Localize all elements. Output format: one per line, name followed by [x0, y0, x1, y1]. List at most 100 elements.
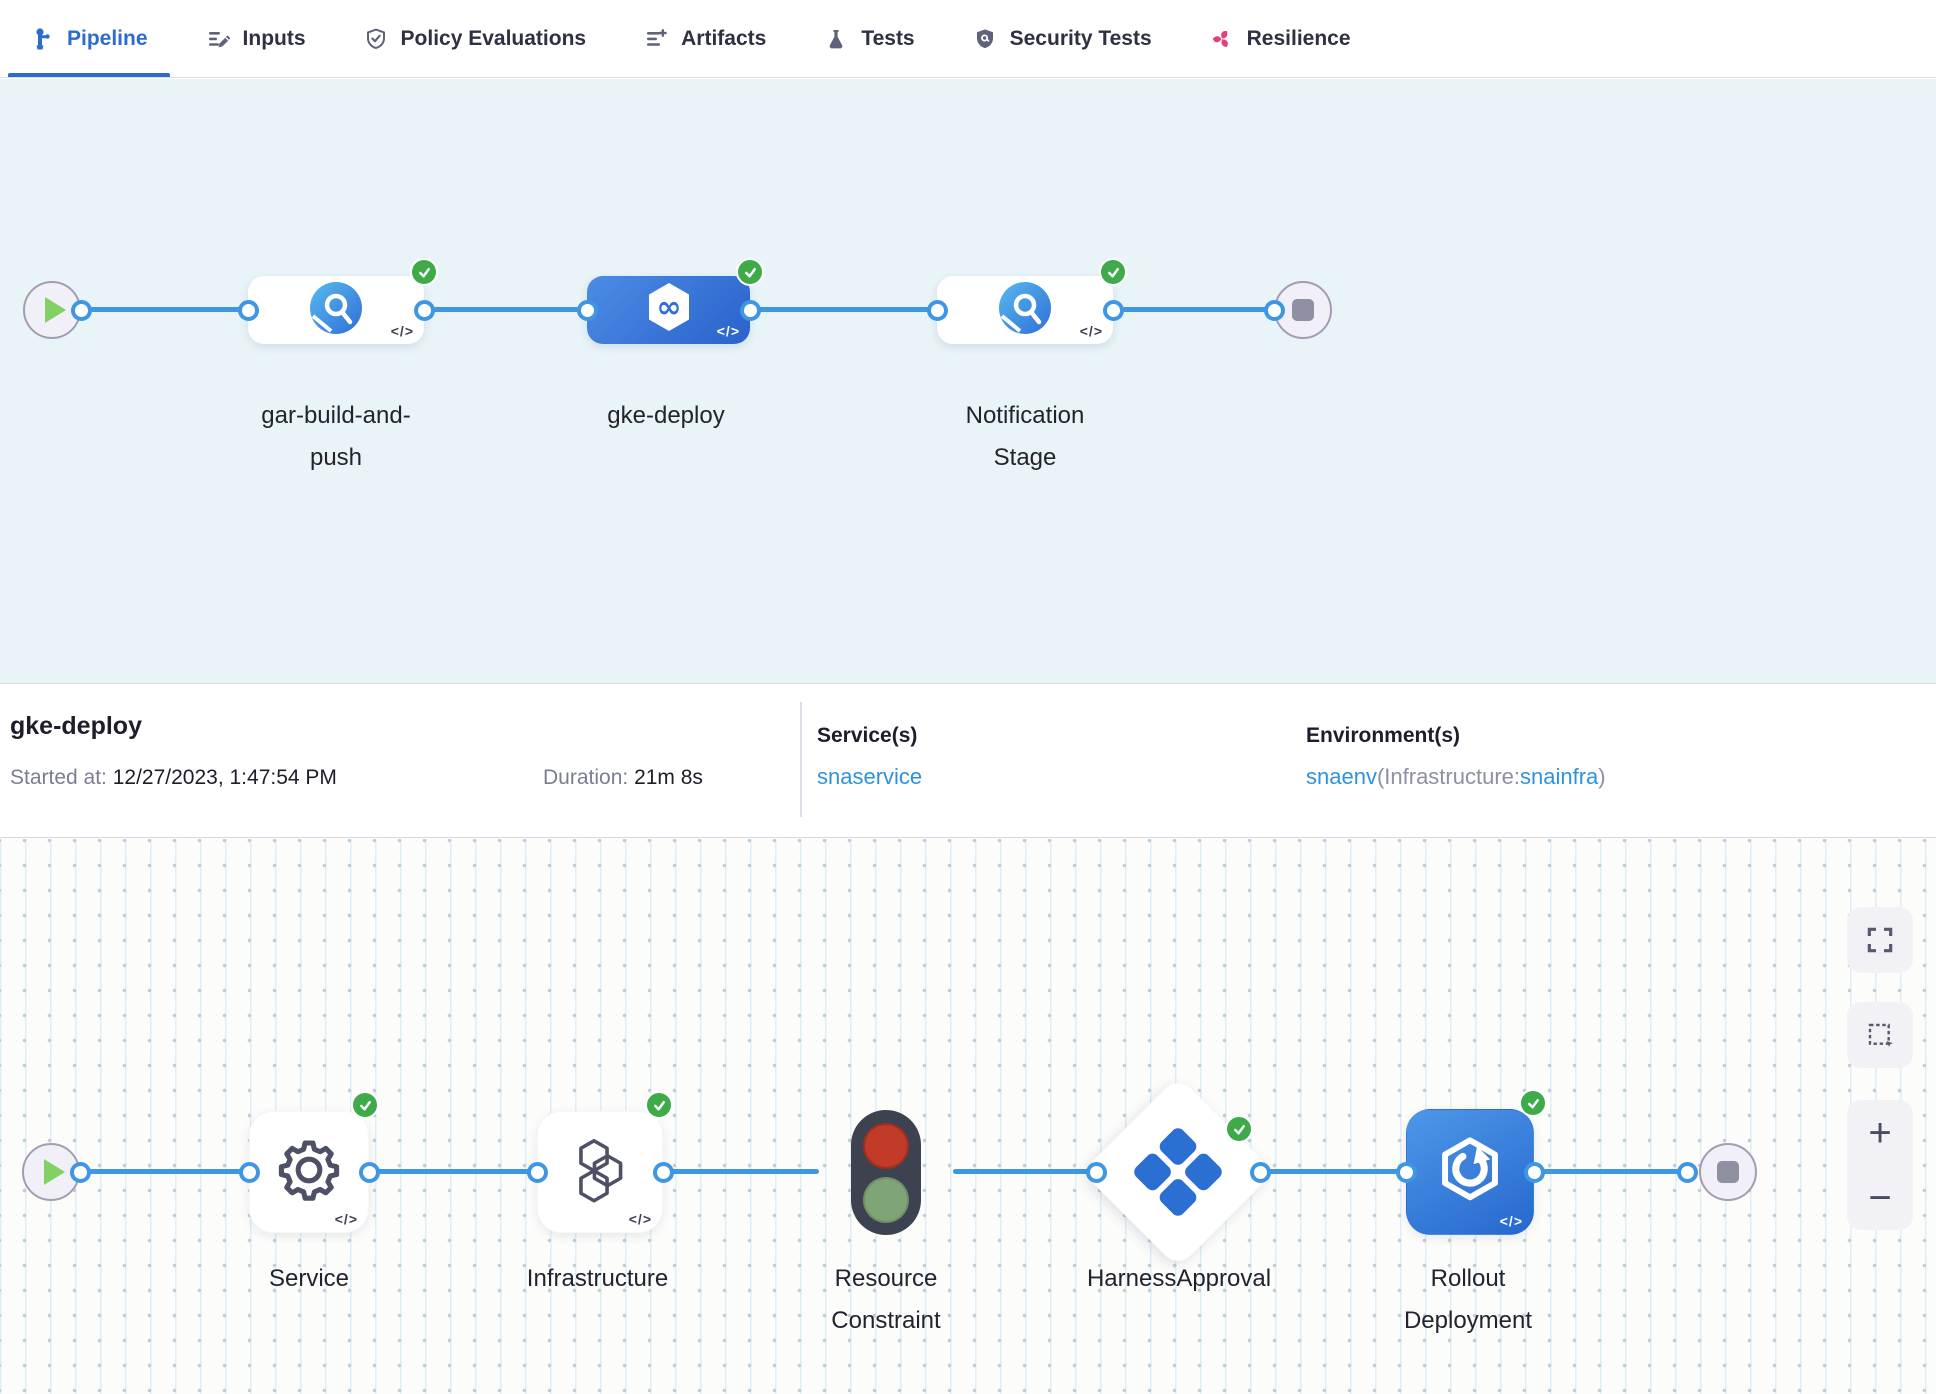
tab-security-tests[interactable]: Security Tests: [951, 0, 1174, 77]
stage-graph-canvas[interactable]: [0, 79, 1936, 683]
gke-rollout-icon: [1432, 1132, 1508, 1213]
port: [1677, 1162, 1698, 1183]
stage-card-gke-deploy[interactable]: ∞ </>: [587, 276, 750, 344]
port: [527, 1162, 548, 1183]
port: [1264, 300, 1285, 321]
duration-value: 21m 8s: [634, 766, 703, 789]
play-icon: [44, 297, 66, 323]
duration-row: Duration: 21m 8s: [543, 766, 703, 789]
tab-resilience[interactable]: Resilience: [1188, 0, 1373, 77]
tab-label: Artifacts: [681, 26, 767, 50]
execution-start-node: [22, 1143, 80, 1201]
success-check-badge: [1225, 1115, 1253, 1143]
service-link[interactable]: snaservice: [817, 764, 923, 789]
environment-link[interactable]: snaenv: [1306, 764, 1377, 789]
port: [1250, 1162, 1271, 1183]
step-label: Resource Constraint: [831, 1265, 941, 1334]
success-check-badge: [736, 258, 764, 286]
gear-icon: [273, 1134, 345, 1211]
port: [359, 1162, 380, 1183]
yaml-code-indicator: </>: [1499, 1213, 1523, 1229]
tab-label: Security Tests: [1009, 26, 1152, 50]
svg-text:∞: ∞: [656, 290, 681, 325]
stage-label: gke-deploy: [607, 402, 725, 429]
tab-tests[interactable]: Tests: [802, 0, 936, 77]
port: [1524, 1162, 1545, 1183]
execution-end-node: [1699, 1143, 1757, 1201]
step-card-service[interactable]: </>: [249, 1111, 369, 1233]
stage-card-gar-build-and-push[interactable]: </>: [248, 276, 424, 344]
tab-label: Inputs: [242, 26, 306, 50]
port: [71, 300, 92, 321]
zoom-out-button[interactable]: −: [1868, 1175, 1892, 1220]
port: [238, 300, 259, 321]
tab-artifacts[interactable]: Artifacts: [622, 0, 788, 77]
selection-mode-button[interactable]: [1847, 1002, 1913, 1068]
success-check-badge: [410, 258, 438, 286]
chaos-pinwheel-icon: [1210, 27, 1234, 51]
step-card-infrastructure[interactable]: </>: [537, 1111, 663, 1233]
divider: [800, 702, 802, 817]
port: [70, 1162, 91, 1183]
port: [577, 300, 598, 321]
shield-check-icon: [364, 27, 388, 51]
cd-hexagon-infinity-icon: ∞: [640, 279, 698, 342]
step-connector: [1534, 1169, 1687, 1174]
step-label: Service: [268, 1265, 350, 1292]
infrastructure-prefix: (Infrastructure:: [1376, 764, 1520, 789]
port: [927, 300, 948, 321]
stage-label: gar-build-and-push: [261, 402, 411, 471]
traffic-light-red: [863, 1122, 909, 1169]
yaml-code-indicator: </>: [334, 1211, 358, 1227]
port: [740, 300, 761, 321]
fullscreen-button[interactable]: [1847, 907, 1913, 973]
tab-label: Pipeline: [67, 26, 148, 50]
success-check-badge: [1519, 1089, 1547, 1117]
pipeline-icon: [30, 27, 54, 51]
port: [1086, 1162, 1107, 1183]
yaml-code-indicator: </>: [1079, 323, 1103, 339]
stage-connector: [1113, 307, 1274, 312]
step-label: Rollout Deployment: [1403, 1265, 1533, 1334]
success-check-badge: [351, 1091, 379, 1119]
yaml-code-indicator: </>: [390, 323, 414, 339]
stage-connector: [81, 307, 248, 312]
tab-pipeline[interactable]: Pipeline: [8, 0, 170, 77]
success-check-badge: [1099, 258, 1127, 286]
ci-build-icon: [309, 281, 363, 340]
port: [239, 1162, 260, 1183]
step-card-rollout-deployment[interactable]: </>: [1406, 1109, 1534, 1235]
step-connector: [953, 1169, 1096, 1174]
marquee-select-icon: [1868, 1023, 1893, 1047]
zoom-in-button[interactable]: +: [1868, 1110, 1892, 1155]
fullscreen-icon: [1867, 927, 1893, 953]
traffic-light-green: [863, 1176, 909, 1223]
hexagons-cluster-icon: [564, 1134, 636, 1211]
infrastructure-link[interactable]: snainfra: [1520, 764, 1599, 789]
tab-label: Policy Evaluations: [400, 26, 587, 50]
stage-card-notification-stage[interactable]: </>: [937, 276, 1113, 344]
port: [1103, 300, 1124, 321]
play-icon: [43, 1159, 65, 1185]
approval-diamond-icon: [1131, 1125, 1225, 1219]
stage-graph-start-node: [23, 281, 81, 339]
port: [653, 1162, 674, 1183]
port: [414, 300, 435, 321]
yaml-code-indicator: </>: [716, 323, 740, 339]
stop-icon: [1717, 1161, 1739, 1183]
custom-stage-icon: [998, 281, 1052, 340]
stop-icon: [1292, 299, 1314, 321]
tab-policy-evaluations[interactable]: Policy Evaluations: [342, 0, 609, 77]
started-at-value: 12/27/2023, 1:47:54 PM: [112, 766, 337, 789]
environments-label: Environment(s): [1306, 724, 1461, 747]
tab-inputs[interactable]: Inputs: [184, 0, 328, 77]
step-resource-constraint[interactable]: [851, 1110, 921, 1235]
services-label: Service(s): [817, 724, 918, 747]
step-connector: [80, 1169, 249, 1174]
started-at-row: Started at: 12/27/2023, 1:47:54 PM: [10, 766, 337, 789]
execution-tabbar: Pipeline Inputs Policy Evaluations Artif…: [0, 0, 1936, 78]
stage-label: Notification Stage: [965, 402, 1085, 471]
step-connector: [1260, 1169, 1406, 1174]
zoom-controls: + −: [1847, 1100, 1913, 1230]
